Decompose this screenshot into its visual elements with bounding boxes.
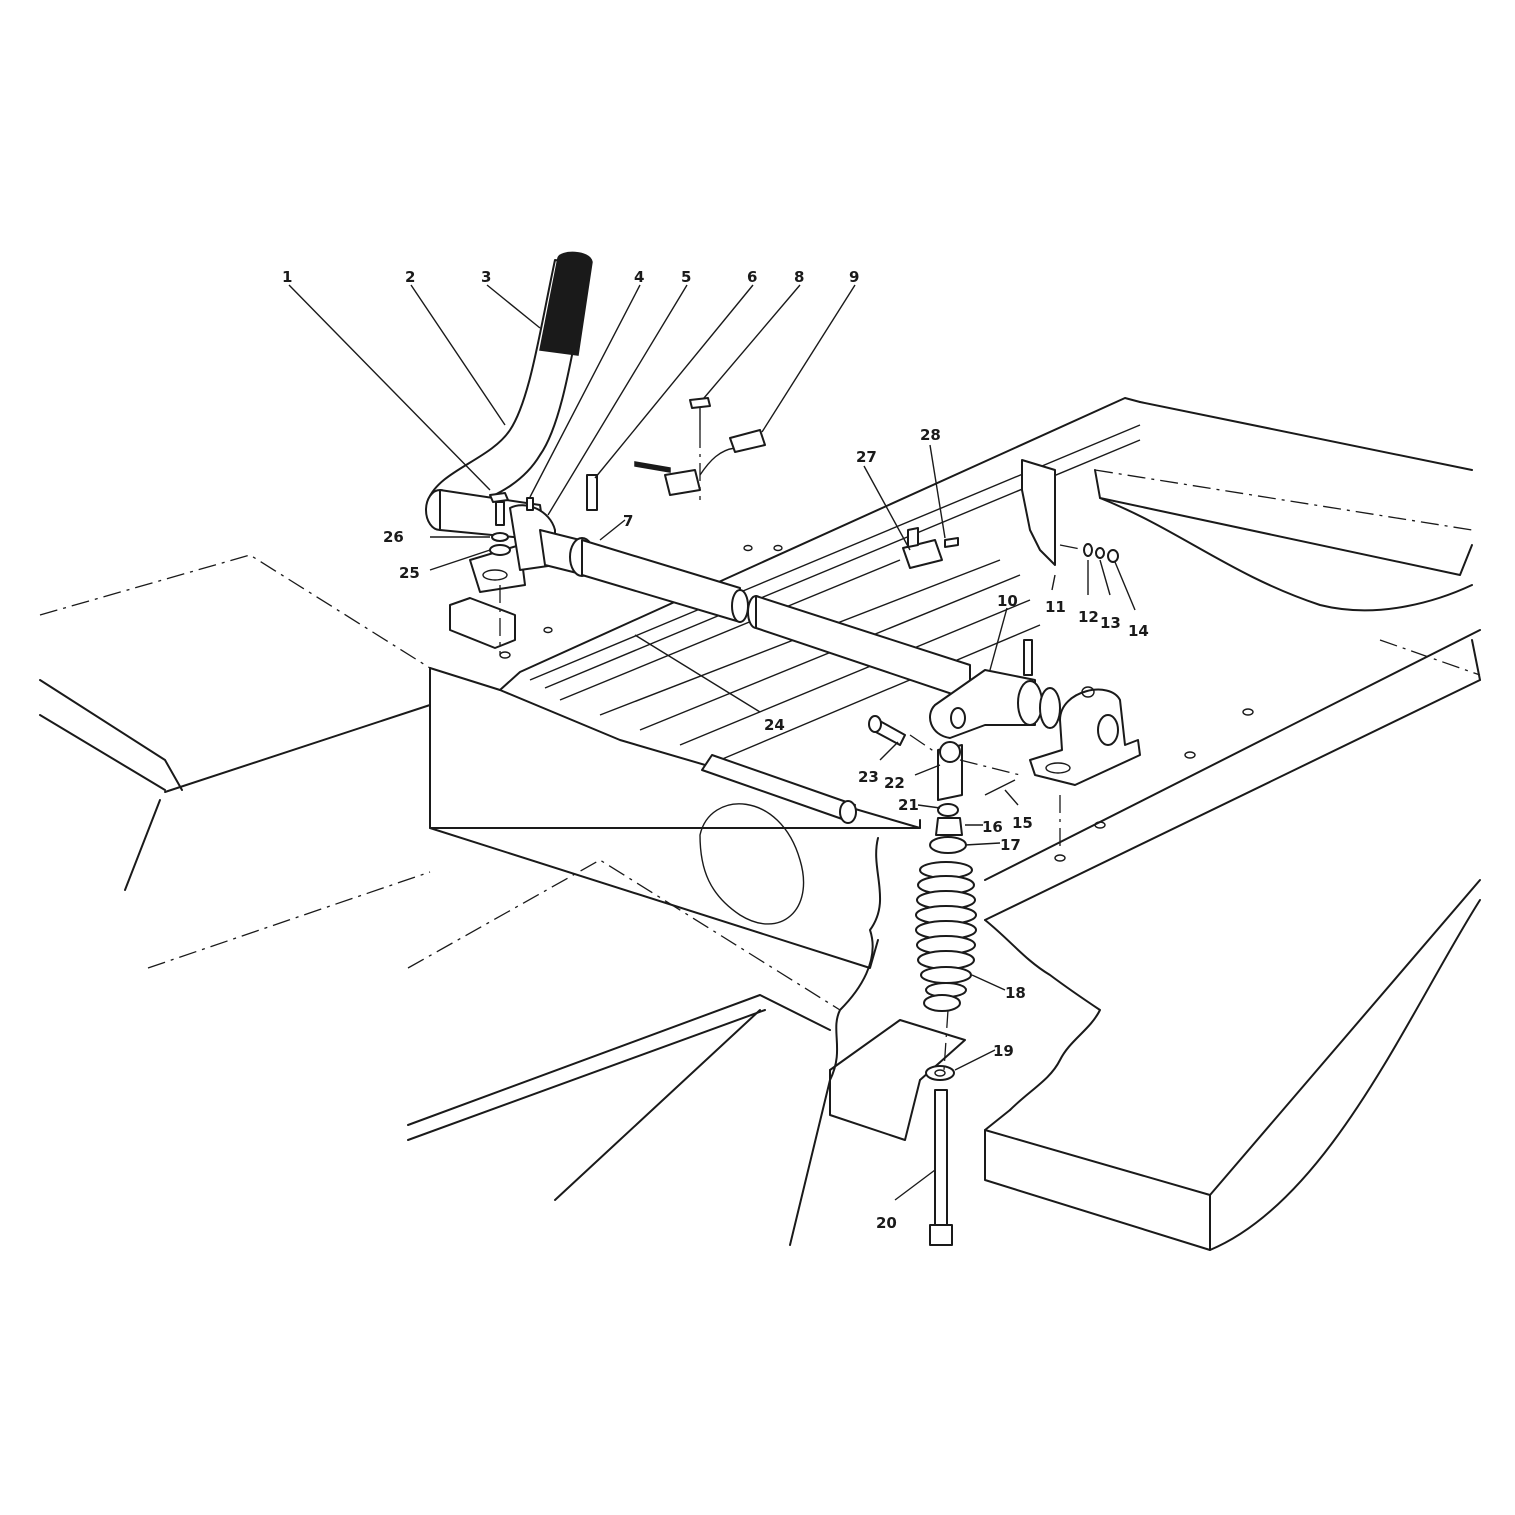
callout-18: 18 [1005,984,1026,1002]
callout-10: 10 [997,592,1018,610]
callout-9: 9 [849,268,859,286]
callout-28: 28 [920,426,941,444]
spring [915,861,977,998]
callout-25: 25 [399,564,420,582]
callout-12: 12 [1078,608,1099,626]
callout-27: 27 [856,448,877,466]
callout-16: 16 [982,818,1003,836]
callout-labels: 1 2 3 4 5 6 7 8 9 10 11 12 13 14 15 16 1… [282,268,1149,1232]
lever-grip [539,251,593,356]
callout-8: 8 [794,268,804,286]
assembly-axes [499,430,1086,1071]
callout-15: 15 [1012,814,1033,832]
callout-5: 5 [681,268,691,286]
callout-3: 3 [481,268,491,286]
callout-23: 23 [858,768,879,786]
callout-13: 13 [1100,614,1121,632]
callout-7: 7 [623,512,633,530]
cross-shaft [539,529,1141,786]
callout-21: 21 [898,796,919,814]
leader-lines [288,284,1136,1201]
callout-4: 4 [634,268,644,286]
hardware [489,397,1119,1246]
callout-26: 26 [383,528,404,546]
callout-11: 11 [1045,598,1066,616]
callout-20: 20 [876,1214,897,1232]
callout-14: 14 [1128,622,1149,640]
callout-2: 2 [405,268,415,286]
frame-outline [39,397,1481,1251]
callout-19: 19 [993,1042,1014,1060]
callout-24: 24 [764,716,785,734]
callout-6: 6 [747,268,757,286]
callout-17: 17 [1000,836,1021,854]
callout-1: 1 [282,268,292,286]
callout-22: 22 [884,774,905,792]
